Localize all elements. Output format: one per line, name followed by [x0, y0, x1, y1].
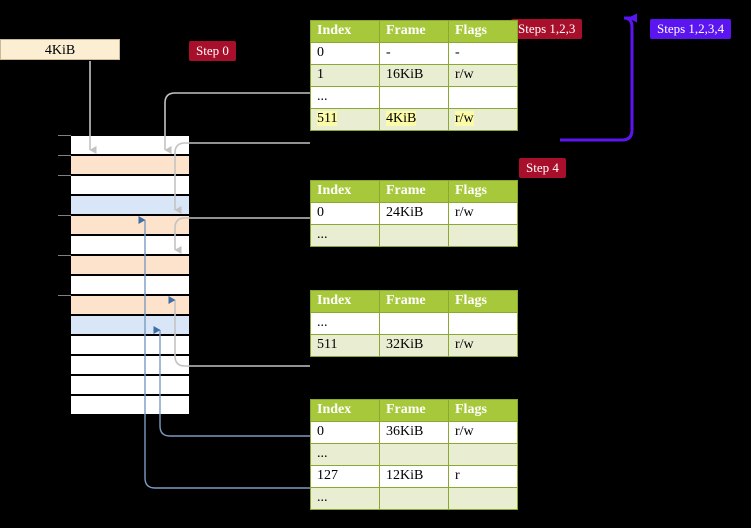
memory-frame-cell [70, 275, 190, 295]
memory-tick [58, 255, 71, 256]
column-header-frame: Frame [379, 180, 449, 203]
cell-frame [379, 487, 449, 510]
cell-index: ... [310, 443, 380, 466]
cell-index: 511 [310, 108, 380, 131]
cell-index: ... [310, 487, 380, 510]
column-header-flags: Flags [448, 20, 518, 43]
cell-flags [448, 443, 518, 466]
cell-flags: r [448, 465, 518, 488]
cell-index: 0 [310, 421, 380, 444]
memory-frame-cell [70, 215, 190, 235]
cell-frame [379, 86, 449, 109]
cell-flags: r/w [448, 202, 518, 225]
column-header-index: Index [310, 399, 380, 422]
cell-frame: 16KiB [379, 64, 449, 87]
column-header-index: Index [310, 20, 380, 43]
cell-flags [448, 312, 518, 335]
wire-t2-row511-to-memory [168, 296, 310, 367]
cell-flags: r/w [448, 108, 518, 131]
cell-index: 511 [310, 334, 380, 357]
cell-frame: 4KiB [379, 108, 449, 131]
column-header-index: Index [310, 180, 380, 203]
memory-frame-cell [70, 355, 190, 375]
memory-tick [58, 155, 71, 156]
cell-index: 127 [310, 465, 380, 488]
cell-flags: r/w [448, 334, 518, 357]
column-header-frame: Frame [379, 399, 449, 422]
memory-frame-cell [70, 395, 190, 415]
memory-tick [58, 175, 71, 176]
memory-frame-cell [70, 255, 190, 275]
column-header-index: Index [310, 290, 380, 313]
wire-t0-row511-to-memory [174, 142, 310, 214]
cell-frame [379, 224, 449, 247]
cell-flags: r/w [448, 64, 518, 87]
memory-frame-cell [70, 175, 190, 195]
cell-flags [448, 86, 518, 109]
cell-frame [379, 312, 449, 335]
cell-index: ... [310, 86, 380, 109]
wire-t1-row0-to-memory [174, 217, 310, 254]
cell-index: 0 [310, 202, 380, 225]
badge-steps-1-2-3: Steps 1,2,3 [511, 19, 583, 39]
cell-frame: 36KiB [379, 421, 449, 444]
memory-frame-cell [70, 335, 190, 355]
memory-frame-cell [70, 375, 190, 395]
cell-frame [379, 443, 449, 466]
cell-frame: - [379, 42, 449, 65]
cell-flags: r/w [448, 421, 518, 444]
column-header-flags: Flags [448, 399, 518, 422]
table-row: ... [310, 487, 518, 510]
memory-tick [58, 215, 71, 216]
memory-frame-cell [70, 155, 190, 175]
memory-frame-cell [70, 195, 190, 215]
column-header-flags: Flags [448, 180, 518, 203]
table-row: ... [310, 224, 518, 247]
frame-size-box: 4KiB [0, 39, 120, 60]
cell-flags [448, 487, 518, 510]
cell-flags [448, 224, 518, 247]
memory-frame-cell [70, 235, 190, 255]
memory-frame-cell [70, 295, 190, 315]
cell-flags: - [448, 42, 518, 65]
badge-step-4: Step 4 [519, 158, 566, 178]
cell-frame: 12KiB [379, 465, 449, 488]
column-header-flags: Flags [448, 290, 518, 313]
column-header-frame: Frame [379, 20, 449, 43]
memory-tick [58, 135, 71, 136]
table-row: ... [310, 443, 518, 466]
memory-tick [58, 295, 71, 296]
table-row: ... [310, 312, 518, 335]
memory-frame-cell [70, 315, 190, 335]
badge-step-0: Step 0 [189, 41, 236, 61]
table-row: ... [310, 86, 518, 109]
column-header-frame: Frame [379, 290, 449, 313]
memory-frame-cell [70, 135, 190, 155]
cell-index: ... [310, 224, 380, 247]
cell-frame: 32KiB [379, 334, 449, 357]
cell-index: ... [310, 312, 380, 335]
table-row: 0-- [310, 42, 518, 65]
cell-index: 0 [310, 42, 380, 65]
cell-frame: 24KiB [379, 202, 449, 225]
cell-index: 1 [310, 64, 380, 87]
badge-steps-1-2-3-4: Steps 1,2,3,4 [650, 19, 732, 39]
physical-memory-column [70, 135, 190, 415]
